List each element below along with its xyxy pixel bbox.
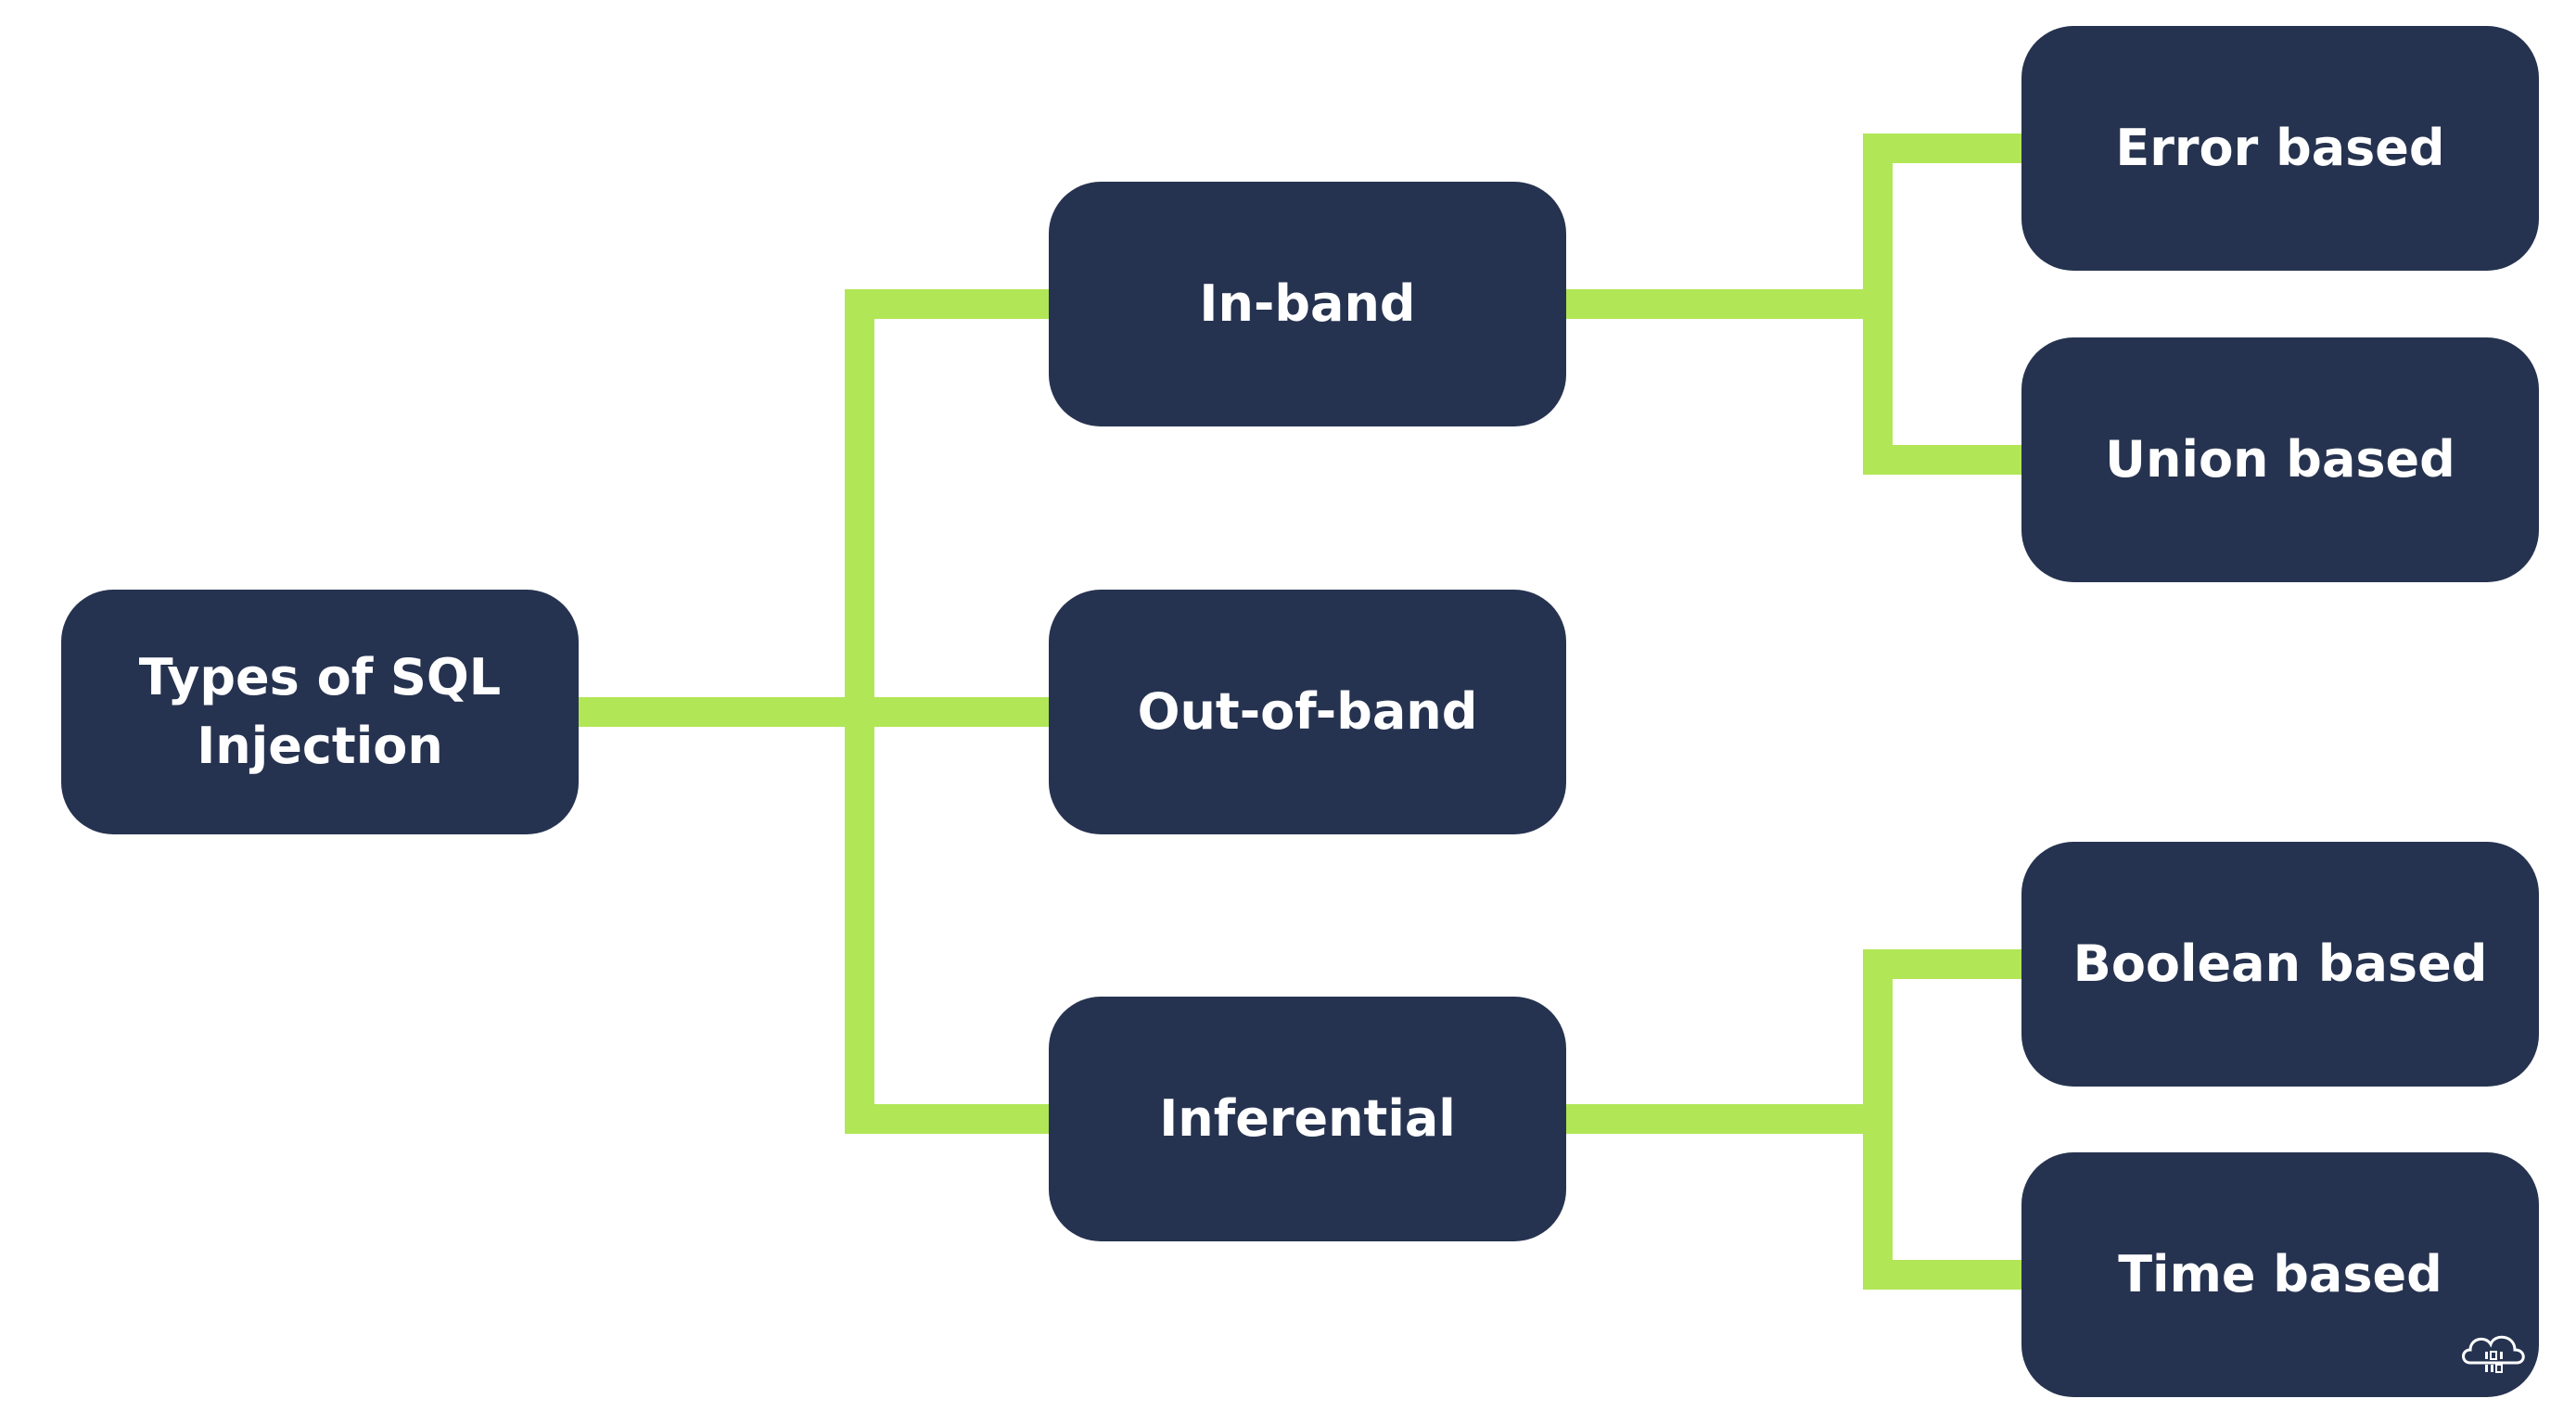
cloud-binary-icon <box>2462 1335 2525 1373</box>
node-in-band: In-band <box>1049 182 1566 426</box>
node-label: Inferential <box>1159 1089 1456 1148</box>
node-label: Boolean based <box>2072 934 2488 993</box>
node-label: Error based <box>2115 119 2445 177</box>
node-inferential: Inferential <box>1049 997 1566 1241</box>
edge-inferential-to-boolean-based <box>1566 949 2021 1134</box>
node-label: Out-of-band <box>1137 682 1478 741</box>
node-label: Union based <box>2105 430 2455 489</box>
node-time-based: Time based <box>2021 1152 2539 1397</box>
node-types-of-sql-injection: Types of SQL Injection <box>61 590 579 834</box>
node-out-of-band: Out-of-band <box>1049 590 1566 834</box>
edge-in-band-to-union-based <box>1863 304 2021 475</box>
edge-inferential-to-time-based <box>1863 1119 2021 1290</box>
node-label: Types of SQL Injection <box>138 648 502 775</box>
edge-in-band-to-error-based <box>1566 134 2021 319</box>
node-error-based: Error based <box>2021 26 2539 271</box>
node-label: Time based <box>2118 1245 2442 1303</box>
node-union-based: Union based <box>2021 337 2539 582</box>
node-label: In-band <box>1199 274 1416 333</box>
node-boolean-based: Boolean based <box>2021 842 2539 1087</box>
edge-root-to-in-band <box>579 289 1049 727</box>
edge-root-to-inferential <box>845 712 1049 1134</box>
